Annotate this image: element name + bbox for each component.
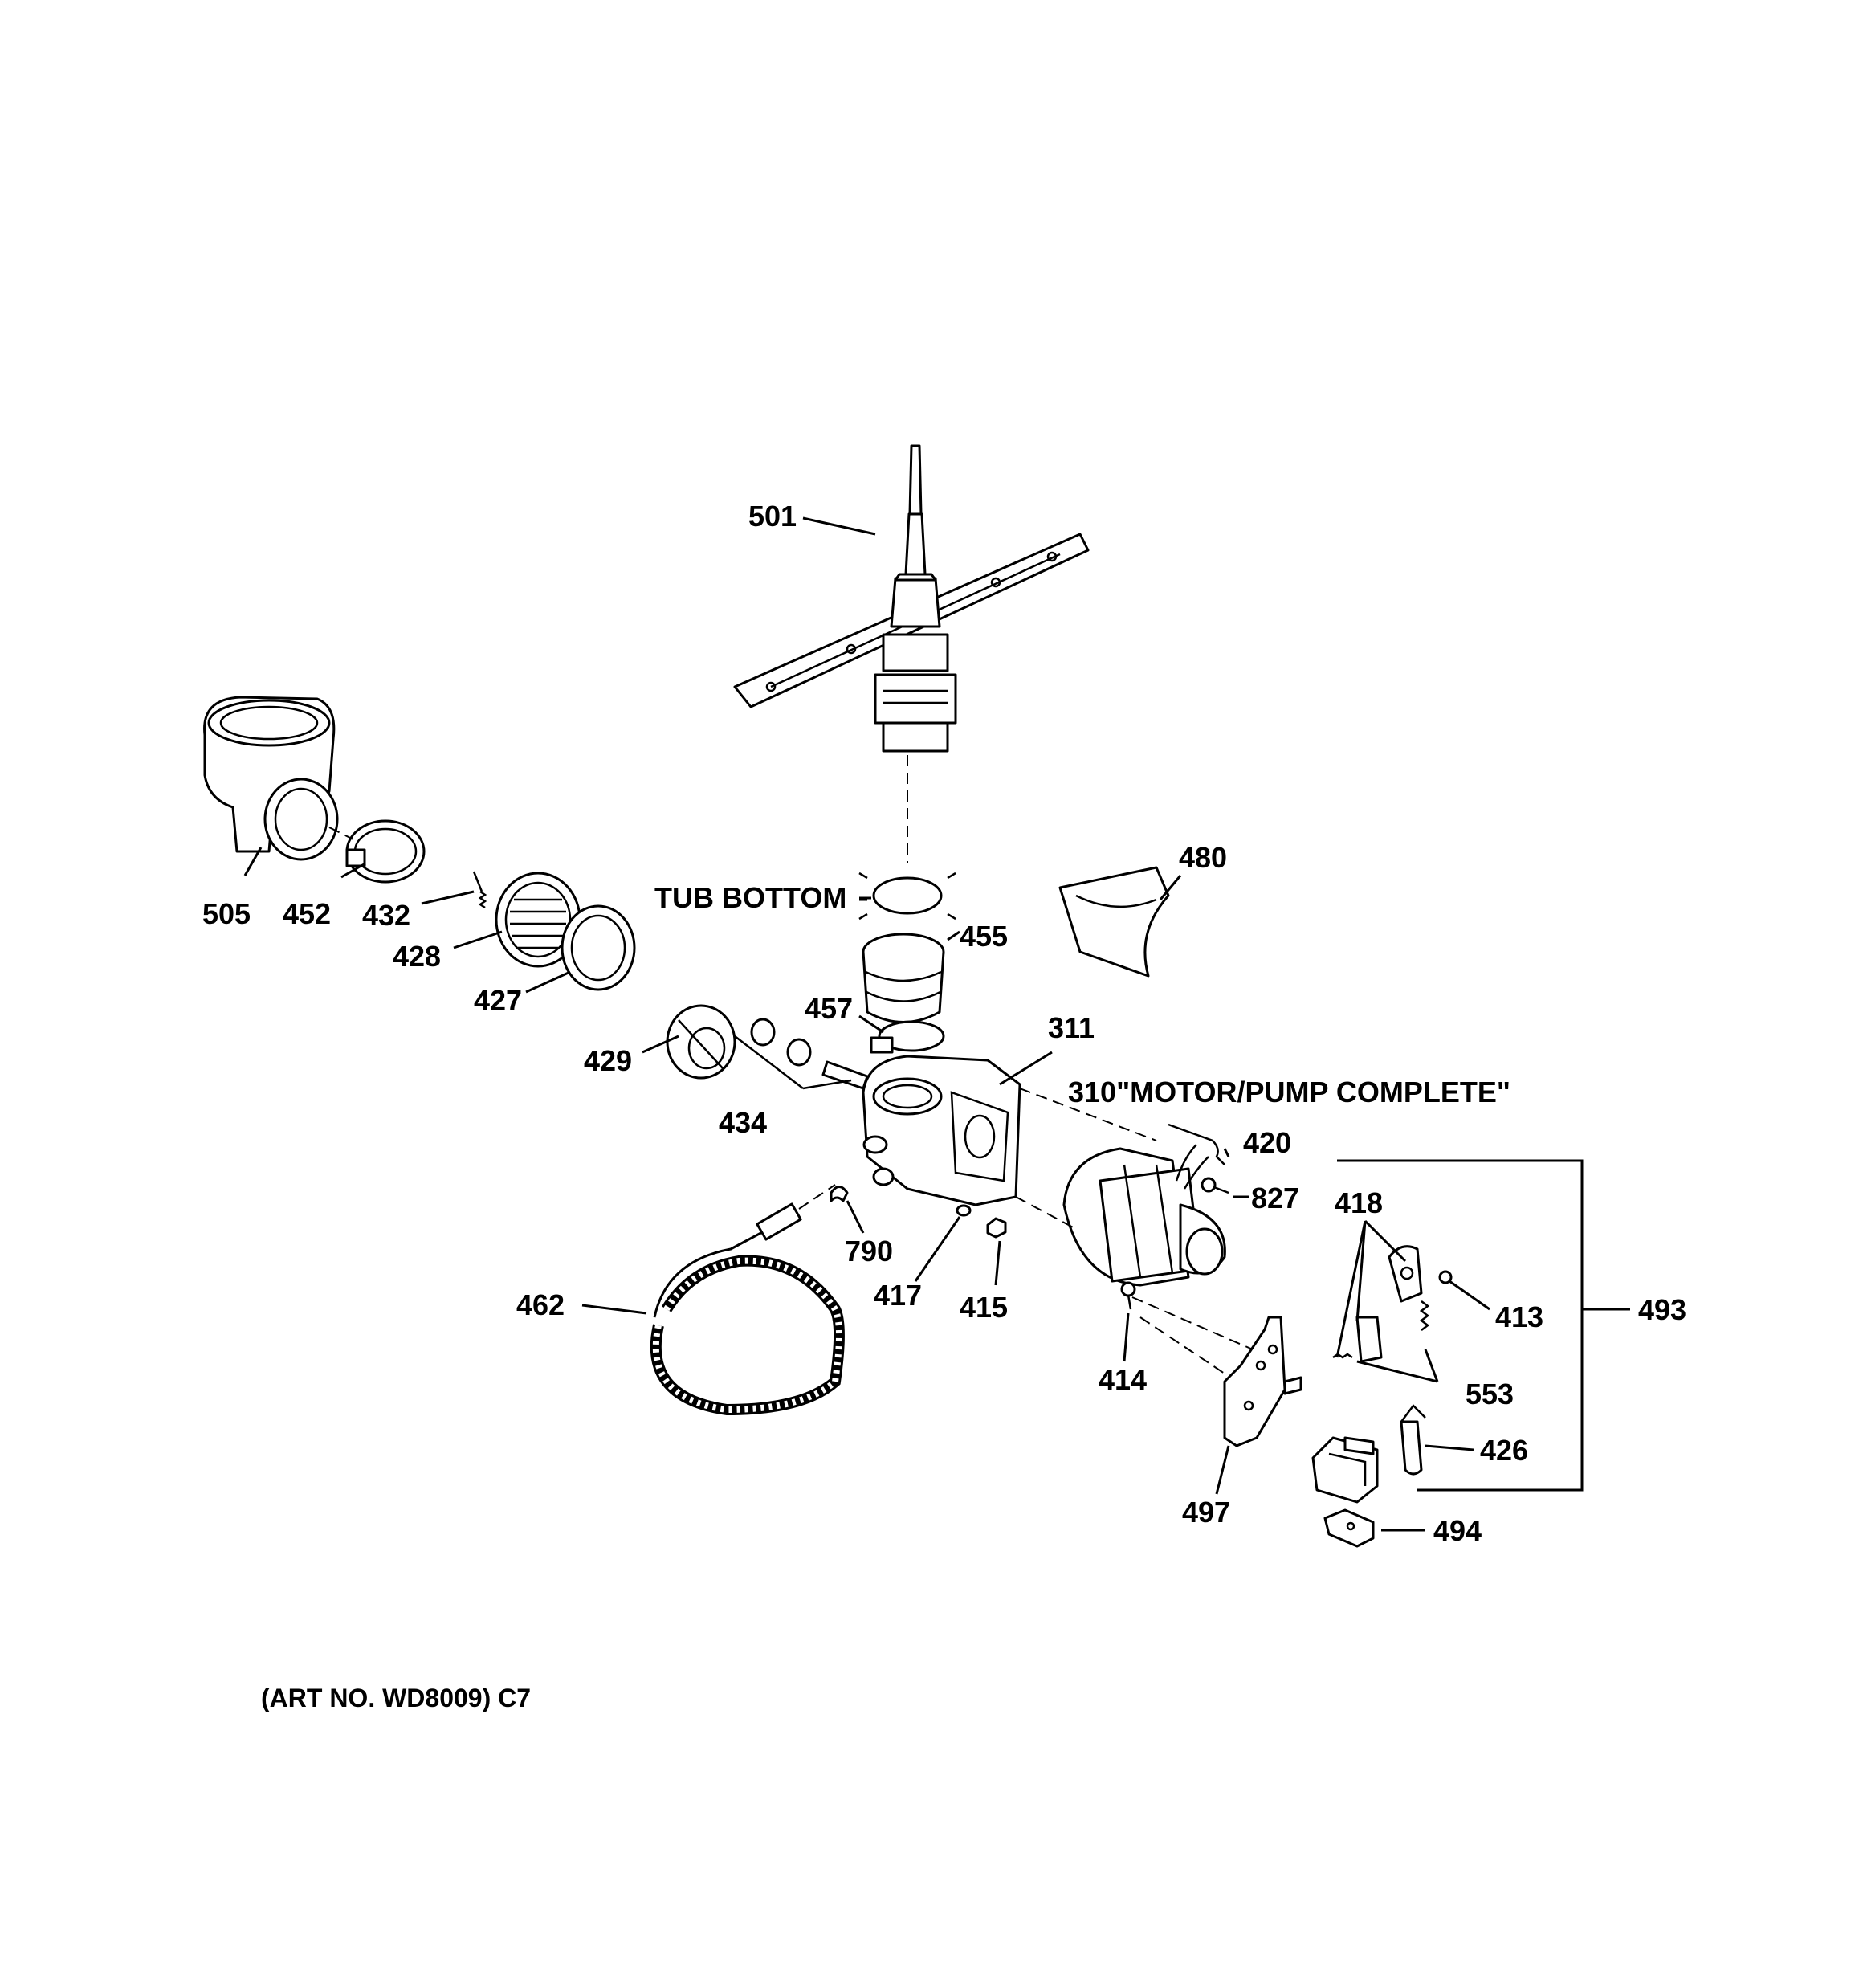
label-427: 427 [474,984,522,1017]
label-827: 827 [1251,1182,1299,1214]
motor-pump-caption: 310"MOTOR/PUMP COMPLETE" [1068,1076,1510,1108]
screw-827 [1201,1177,1229,1194]
label-497: 497 [1182,1496,1230,1529]
label-413: 413 [1495,1300,1543,1333]
label-553: 553 [1466,1378,1514,1410]
group-bracket-493 [1337,1159,1584,1492]
impeller-429 [666,1004,736,1080]
label-493: 493 [1638,1293,1686,1326]
label-429: 429 [584,1044,632,1077]
label-432: 432 [362,899,410,932]
label-790: 790 [845,1235,893,1268]
label-434: 434 [719,1106,767,1139]
label-426: 426 [1480,1434,1528,1467]
assembly-lines [1015,1088,1254,1382]
pump-housing-311 [862,1055,1021,1206]
label-418: 418 [1335,1186,1383,1219]
bellows-455 [862,933,945,1023]
ring-427 [561,904,636,991]
leader-lines [243,516,1630,1532]
tub-bottom-caption: TUB BOTTOM [654,881,846,914]
spring-432 [472,871,487,909]
label-428: 428 [393,940,441,973]
solenoid-494 [1311,1436,1379,1504]
clamp-457 [870,1020,945,1054]
bracket-497 [1223,1316,1302,1447]
label-311: 311 [1048,1011,1095,1044]
label-417: 417 [874,1279,922,1312]
shield-480 [1058,866,1170,978]
label-455: 455 [960,920,1008,953]
clip-413 [1438,1270,1453,1284]
label-480: 480 [1179,841,1227,874]
label-420: 420 [1243,1126,1291,1159]
nut-415 [986,1217,1007,1239]
spray-arm-501 [733,444,1090,863]
wire-420 [1168,1123,1225,1165]
art-number-caption: (ART NO. WD8009) C7 [261,1684,531,1712]
label-494: 494 [1433,1514,1482,1547]
label-414: 414 [1099,1363,1147,1396]
washer-417 [956,1204,972,1217]
spring-553 [1332,1300,1430,1359]
label-452: 452 [283,897,331,930]
label-457: 457 [805,992,853,1025]
label-505: 505 [202,897,251,930]
plate-494 [1323,1508,1375,1548]
plunger-426 [1400,1404,1426,1476]
sump-housing-505 [203,696,339,861]
lever-418 [1355,1245,1423,1363]
label-462: 462 [516,1288,565,1321]
label-501: 501 [748,500,797,533]
hose-462 [650,1184,845,1416]
hardware-434 [734,1018,869,1090]
label-415: 415 [960,1291,1008,1324]
screw-414 [1120,1281,1136,1310]
motor-310 [1062,1144,1226,1287]
tub-bottom-gasket [858,872,956,921]
clamp-452 [328,819,426,884]
clip-790 [830,1186,849,1202]
